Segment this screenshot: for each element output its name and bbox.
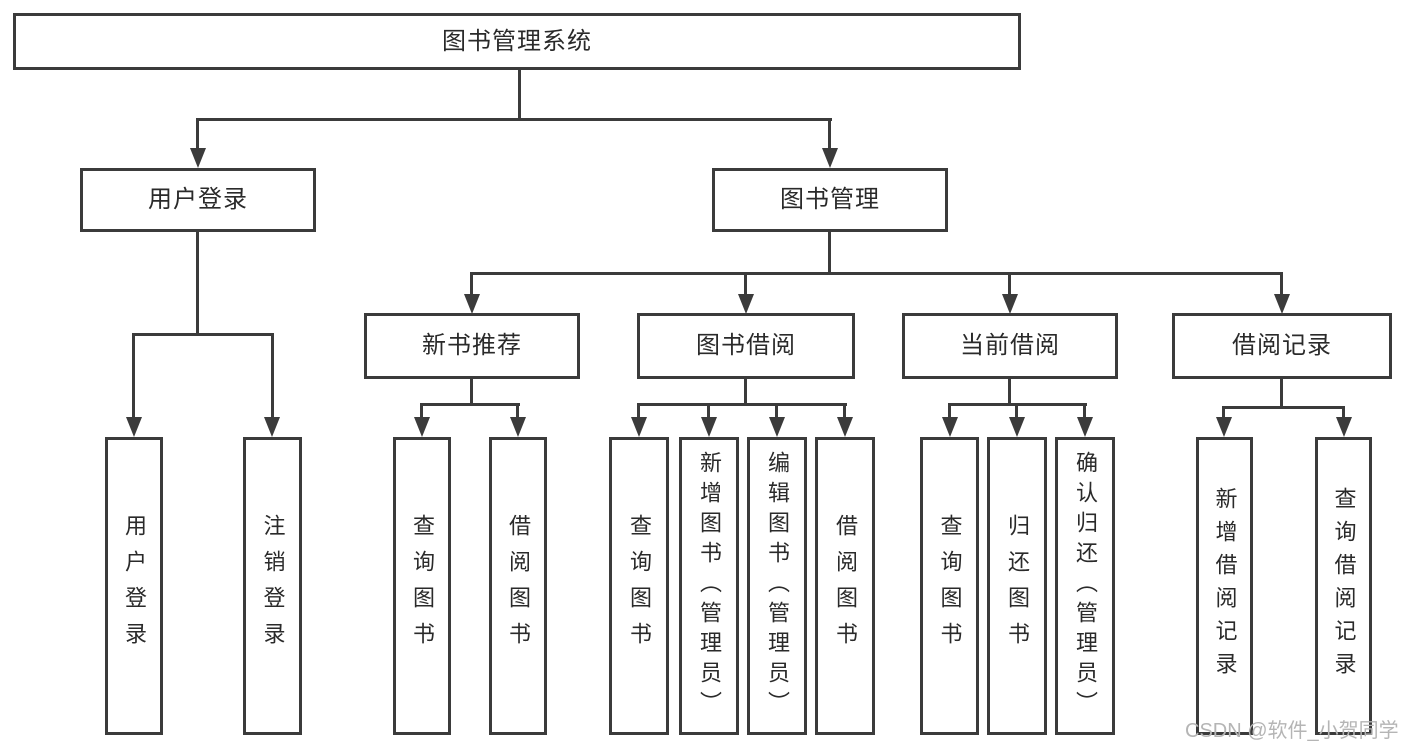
leaf-add-books-admin-label: 新增图书（管理员） bbox=[697, 451, 722, 721]
connector-to-book-management bbox=[828, 118, 831, 148]
leaf-add-books-admin: 新增图书（管理员） bbox=[679, 437, 739, 735]
connector-leaf-stem bbox=[1342, 406, 1345, 417]
leaf-query-books-recommend-label: 查询图书 bbox=[410, 514, 435, 658]
leaf-add-borrow-record-label: 新增借阅记录 bbox=[1212, 487, 1238, 685]
node-book-borrow-label: 图书借阅 bbox=[696, 332, 796, 359]
connector-leaf-stem bbox=[1015, 403, 1018, 417]
arrow-down-icon bbox=[1009, 417, 1025, 437]
connector-borrow-records-rail bbox=[1222, 406, 1344, 409]
leaf-query-books-borrow: 查询图书 bbox=[609, 437, 669, 735]
node-book-management: 图书管理 bbox=[712, 168, 948, 232]
connector-leaf-stem bbox=[1083, 403, 1086, 417]
arrow-down-icon bbox=[701, 417, 717, 437]
arrow-down-icon bbox=[264, 417, 280, 437]
leaf-user-login-label: 用户登录 bbox=[122, 514, 147, 658]
connector-leaf-stem bbox=[843, 403, 846, 417]
connector-leaf-stem bbox=[948, 403, 951, 417]
arrow-down-icon bbox=[510, 417, 526, 437]
connector-leaf-stem bbox=[637, 403, 640, 417]
arrow-down-icon bbox=[631, 417, 647, 437]
arrow-down-icon bbox=[464, 294, 480, 314]
connector-leaf-stem bbox=[1222, 406, 1225, 417]
leaf-borrow-books: 借阅图书 bbox=[815, 437, 875, 735]
connector-book-mgmt-rail bbox=[470, 272, 1282, 275]
leaf-borrow-books-recommend: 借阅图书 bbox=[489, 437, 547, 735]
csdn-watermark: CSDN @软件_小贺同学 bbox=[1185, 720, 1399, 742]
node-book-borrow: 图书借阅 bbox=[637, 313, 855, 379]
leaf-confirm-return-admin-label: 确认归还（管理员） bbox=[1073, 451, 1098, 721]
connector-user-login-stem bbox=[196, 232, 199, 333]
arrow-down-icon bbox=[1274, 294, 1290, 314]
connector-book-borrow-stem bbox=[744, 379, 747, 403]
arrow-down-icon bbox=[738, 294, 754, 314]
connector-book-mgmt-stem bbox=[828, 232, 831, 272]
leaf-query-borrow-record: 查询借阅记录 bbox=[1315, 437, 1372, 735]
leaf-borrow-books-recommend-label: 借阅图书 bbox=[506, 514, 531, 658]
connector-leaf-stem bbox=[516, 403, 519, 417]
node-new-book-recommend: 新书推荐 bbox=[364, 313, 580, 379]
leaf-edit-books-admin-label: 编辑图书（管理员） bbox=[765, 451, 790, 721]
connector-to-book-borrow bbox=[744, 272, 747, 294]
arrow-down-icon bbox=[822, 148, 838, 168]
connector-new-book-rail bbox=[420, 403, 520, 406]
connector-book-borrow-rail bbox=[637, 403, 847, 406]
leaf-borrow-books-label: 借阅图书 bbox=[833, 514, 858, 658]
connector-to-leaf-user-login bbox=[132, 333, 135, 417]
node-library-system-label: 图书管理系统 bbox=[442, 27, 592, 55]
arrow-down-icon bbox=[1077, 417, 1093, 437]
leaf-edit-books-admin: 编辑图书（管理员） bbox=[747, 437, 807, 735]
node-borrow-records: 借阅记录 bbox=[1172, 313, 1392, 379]
connector-root-stem bbox=[518, 70, 521, 118]
connector-to-leaf-logout bbox=[271, 333, 274, 417]
leaf-confirm-return-admin: 确认归还（管理员） bbox=[1055, 437, 1115, 735]
node-borrow-records-label: 借阅记录 bbox=[1232, 332, 1332, 359]
arrow-down-icon bbox=[769, 417, 785, 437]
leaf-query-borrow-record-label: 查询借阅记录 bbox=[1331, 487, 1357, 685]
connector-user-login-rail bbox=[132, 333, 274, 336]
leaf-return-books-label: 归还图书 bbox=[1005, 514, 1030, 658]
node-current-borrow: 当前借阅 bbox=[902, 313, 1118, 379]
connector-new-book-stem bbox=[470, 379, 473, 403]
node-library-system: 图书管理系统 bbox=[13, 13, 1021, 70]
arrow-down-icon bbox=[942, 417, 958, 437]
leaf-query-books-borrow-label: 查询图书 bbox=[627, 514, 652, 658]
connector-leaf-stem bbox=[707, 403, 710, 417]
connector-root-rail bbox=[196, 118, 832, 121]
arrow-down-icon bbox=[1336, 417, 1352, 437]
connector-to-current-borrow bbox=[1008, 272, 1011, 294]
arrow-down-icon bbox=[190, 148, 206, 168]
arrow-down-icon bbox=[1216, 417, 1232, 437]
node-user-login-label: 用户登录 bbox=[148, 186, 248, 213]
connector-to-user-login bbox=[196, 118, 199, 148]
leaf-add-borrow-record: 新增借阅记录 bbox=[1196, 437, 1253, 735]
leaf-query-books-current: 查询图书 bbox=[920, 437, 979, 735]
connector-borrow-records-stem bbox=[1280, 379, 1283, 406]
connector-leaf-stem bbox=[420, 403, 423, 417]
arrow-down-icon bbox=[126, 417, 142, 437]
leaf-user-login: 用户登录 bbox=[105, 437, 163, 735]
leaf-return-books: 归还图书 bbox=[987, 437, 1047, 735]
arrow-down-icon bbox=[414, 417, 430, 437]
connector-to-borrow-records bbox=[1280, 272, 1283, 294]
leaf-logout: 注销登录 bbox=[243, 437, 302, 735]
node-book-management-label: 图书管理 bbox=[780, 186, 880, 213]
connector-leaf-stem bbox=[775, 403, 778, 417]
node-current-borrow-label: 当前借阅 bbox=[960, 332, 1060, 359]
leaf-logout-label: 注销登录 bbox=[260, 514, 286, 658]
connector-to-new-book bbox=[470, 272, 473, 294]
node-new-book-recommend-label: 新书推荐 bbox=[422, 332, 522, 359]
leaf-query-books-current-label: 查询图书 bbox=[937, 514, 963, 658]
connector-current-borrow-stem bbox=[1008, 379, 1011, 403]
arrow-down-icon bbox=[837, 417, 853, 437]
leaf-query-books-recommend: 查询图书 bbox=[393, 437, 451, 735]
arrow-down-icon bbox=[1002, 294, 1018, 314]
node-user-login: 用户登录 bbox=[80, 168, 316, 232]
